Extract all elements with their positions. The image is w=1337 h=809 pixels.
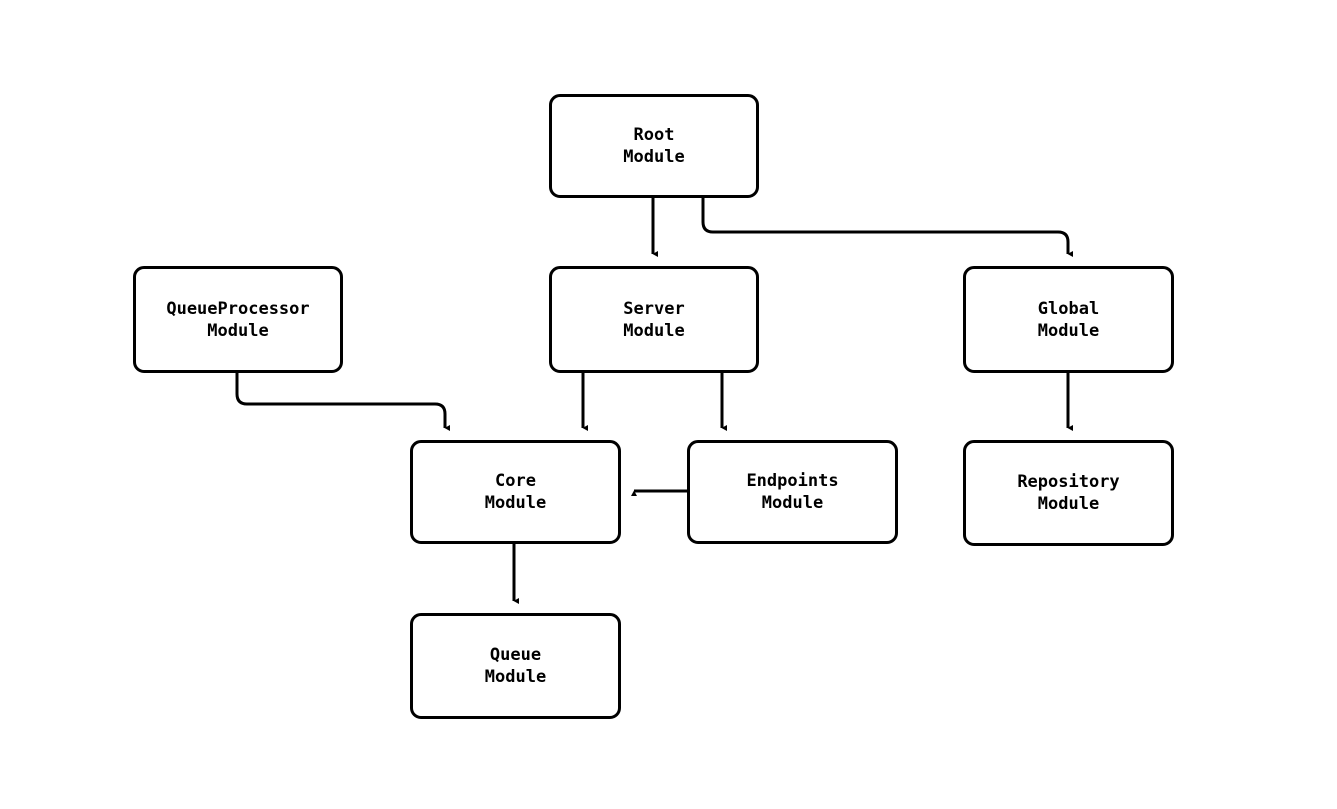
edge-root-to-global	[701, 198, 1073, 257]
node-label-line1: Global	[1037, 298, 1100, 319]
edge-paths	[235, 198, 1073, 604]
node-label-line2: Module	[1037, 320, 1100, 341]
node-label-line1: QueueProcessor	[166, 298, 310, 319]
node-label-line1: Endpoints	[746, 471, 839, 491]
node-label-line2: Module	[484, 667, 547, 687]
node-label-line2: Module	[623, 320, 685, 341]
node-label-line2: Module	[623, 147, 685, 167]
node-label-line1: Server	[623, 298, 685, 319]
node-label-line2: Module	[1037, 494, 1100, 514]
edge-queueprocessor-to-core	[235, 373, 450, 431]
node-label-line2: Module	[484, 493, 547, 513]
node-label-line1: Queue	[489, 645, 542, 665]
node-label-line1: Core	[495, 471, 536, 491]
node-label-line2: Module	[207, 320, 269, 341]
node-label-line1: Repository	[1017, 472, 1120, 492]
node-label-line1: Root	[633, 125, 675, 145]
node-label-line2: Module	[761, 493, 824, 513]
